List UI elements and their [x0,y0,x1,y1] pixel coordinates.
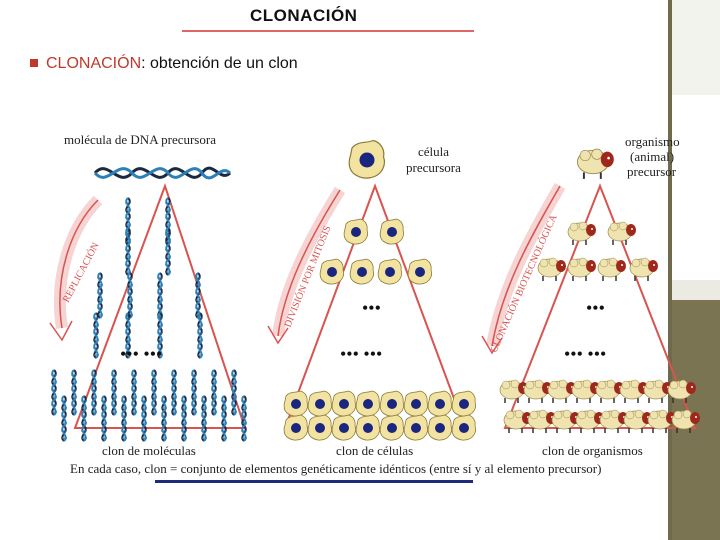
bullet-definition: CLONACIÓN: obtención de un clon [30,55,298,73]
dna-precursor-icon [93,166,232,180]
cell-section: célula precursora DIVISIÓN POR MITOSIS •… [267,139,477,458]
dna-clone-row [50,369,248,442]
cell-ellipsis-2: ••• ••• [340,344,382,364]
sheep-copies [537,221,659,282]
bullet-square-icon [30,58,38,67]
organism-ellipsis-1: ••• [586,298,605,318]
organism-precursor-label-3: precursor [627,164,677,179]
diagram-caption: En cada caso, clon = conjunto de element… [70,461,601,476]
caption-underline [155,480,473,483]
organism-precursor-label-1: organismo [625,134,680,149]
dna-section: molécula de DNA precursora REPLICACIÓN •… [49,132,248,458]
dna-clone-label: clon de moléculas [102,443,196,458]
cell-precursor-label-2: precursora [406,160,461,175]
dna-ellipsis: ••• ••• [120,344,162,364]
cell-clone-label: clon de células [336,443,413,458]
bullet-keyword: CLONACIÓN [46,55,142,72]
slide-title: CLONACIÓN [250,6,358,25]
title-underline [182,30,474,32]
organism-ellipsis-2: ••• ••• [564,344,606,364]
sheep-clone-row [499,379,701,434]
cell-copies [319,218,433,285]
sheep-precursor-icon [576,148,615,180]
biotech-arrow-label: CLONACIÓN BIOTECNOLÓGICA [488,212,560,354]
cell-precursor-label-1: célula [418,144,449,159]
organism-precursor-label-2: (animal) [630,149,674,164]
organism-clone-label: clon de organismos [542,443,643,458]
cloning-diagram: molécula de DNA precursora REPLICACIÓN •… [40,128,701,490]
organism-section: organismo (animal) precursor CLONACIÓN B… [481,134,701,458]
cell-clone-row [283,390,477,441]
dna-precursor-label: molécula de DNA precursora [64,132,216,147]
cell-ellipsis-1: ••• [362,298,381,318]
cell-precursor-icon [348,139,386,179]
bullet-text: : obtención de un clon [141,55,298,72]
